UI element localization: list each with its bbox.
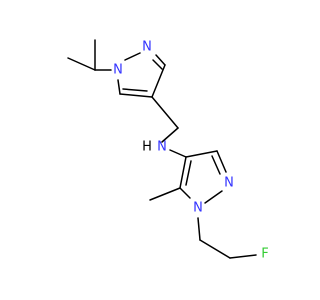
bond-ch2-to-nh	[161, 127, 179, 143]
atom-n-bottom-ring-1: N	[193, 201, 203, 216]
bond-top-ring-n1-n2	[124, 52, 141, 61]
chemical-structure-diagram: N N H N N N F	[67, 39, 269, 262]
bond-isopropyl-ch3-left	[67, 57, 96, 71]
bond-bottom-ring-n2-n1	[204, 190, 223, 204]
bond-top-ring-c4-c5	[119, 93, 153, 98]
bond-ch2-to-f	[229, 254, 257, 259]
bond-n1-to-ch2	[197, 217, 201, 241]
bond-bottom-ring-c4-c3	[185, 150, 218, 158]
atom-fluorine: F	[261, 247, 268, 262]
bond-top-ring-c4-c5-double	[122, 88, 148, 92]
bond-bottom-ring-n1-c5	[179, 187, 191, 199]
bond-top-ring-c3-c4	[151, 64, 166, 98]
bond-top-ring-c5-n1	[117, 79, 121, 95]
bond-methyl	[149, 187, 181, 201]
bond-bottom-ring-c5-c4	[179, 156, 187, 189]
bonds	[67, 39, 257, 259]
atom-n-top-ring-2: N	[142, 40, 152, 55]
atom-n-top-ring-1: N	[113, 63, 123, 78]
atom-h-amine: H	[142, 140, 152, 155]
bond-bottom-ring-c3-n2	[216, 150, 227, 173]
bond-nh-to-bottom-ring	[169, 149, 187, 158]
bond-ring-to-ch2	[151, 96, 179, 129]
bond-bottom-ring-c3-n2-double	[211, 155, 221, 175]
bond-top-ring-n2-c3	[155, 54, 166, 66]
bond-ch2-ch2	[199, 239, 231, 259]
bond-top-ring-n2-c3-double	[152, 59, 163, 70]
atom-n-bottom-ring-2: N	[224, 176, 234, 191]
bond-bottom-ring-c5-c4-double	[185, 160, 192, 186]
atom-n-amine: N	[157, 140, 167, 155]
atom-labels: N N H N N N F	[113, 40, 269, 262]
